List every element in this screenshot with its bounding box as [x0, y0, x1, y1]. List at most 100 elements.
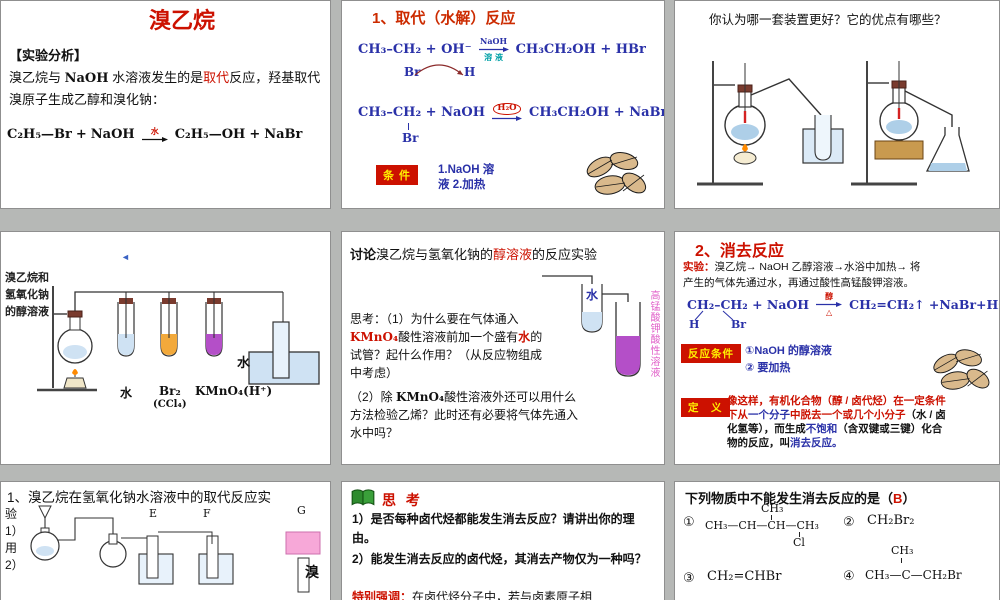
eq2-rhs: CH₃CH₂OH + NaBr [529, 104, 665, 120]
arrow-shaft-icon [816, 301, 843, 307]
apparatus-label-g: G [297, 504, 306, 517]
question-1: 1）是否每种卤代烃都能发生消去反应？请讲出你的理由。 [352, 512, 635, 545]
eq-rhs1: C₂H₅—OH [174, 127, 246, 143]
eq-lhs1: C₂H₅—Br [7, 127, 72, 143]
eq1-attacking-h: H [464, 65, 476, 79]
quiz-question: 下列物质中不能发生消去反应的是（B） [685, 488, 915, 507]
substitution-apparatus-sketch [30, 505, 321, 593]
leaves-decoration [933, 349, 990, 390]
think-mid: 酸性溶液前加一个盛有 [398, 330, 519, 344]
think-question-1: 思考：（1）为什么要在气体通入KMnO₄酸性溶液前加一个盛有水的试管？起什么作用… [350, 310, 546, 382]
head-post: 的反应实验 [532, 247, 598, 262]
eq-rhs2: NaBr [264, 127, 303, 143]
think-pre: 思考：（1）为什么要在气体通入 [350, 312, 519, 326]
eq-rhs: CH₂=CH₂↑ +NaBr+H₂O [849, 296, 1000, 312]
eq1-leaving-group: Br [404, 65, 421, 79]
substitution-equation: C₂H₅—Br + NaOH 水 C₂H₅—OH + NaBr [7, 127, 302, 143]
fragment-3: 用 [5, 541, 18, 555]
eq2-arrow: H₂O [492, 103, 523, 122]
experiment-line2: 产生的气体先通过水，再通过酸性高锰酸钾溶液。 [683, 277, 914, 289]
think-kmno4: KMnO₄ [350, 330, 399, 344]
exchange-arc-icon [414, 64, 464, 76]
kmno4-vertical-label: 高锰酸钾酸性溶液 [648, 290, 659, 378]
para-mid: 水溶液发生的是 [108, 70, 204, 85]
vlabel-line1: 溴乙烷和 [5, 272, 49, 284]
bond-lines-icon [694, 310, 734, 321]
def-seg-2: 中脱去一个或几个小分子 [790, 409, 906, 421]
slide-7[interactable]: 1、溴乙烷在氢氧化钠水溶液中的取代反应实 验 1） 用 2） E F [0, 481, 331, 600]
wash-tube-water-label: 水 [586, 288, 599, 302]
slide-1[interactable]: 溴乙烷 【实验分析】 溴乙烷与 NaOH 水溶液发生的是取代反应，羟基取代溴原子… [0, 0, 331, 209]
q2-pre: （2）除 [350, 390, 397, 404]
eq-arrow: 醇 △ [816, 292, 843, 317]
def-seg-6: 消去反应。 [790, 437, 843, 449]
slide-8[interactable]: 思 考 1）是否每种卤代烃都能发生消去反应？请讲出你的理由。 2）能发生消去反应… [341, 481, 665, 600]
gas-washing-diagram [542, 275, 641, 377]
bond-line [799, 532, 800, 537]
discussion-heading: 讨论溴乙烷与氢氧化钠的醇溶液的反应实验 [350, 244, 662, 263]
special-text: 在卤代烃分子中，若与卤素原子相 [412, 590, 593, 600]
option-2-marker: ② [843, 514, 855, 529]
eq-arrow-bottom: △ [826, 306, 833, 317]
condition-text: 1.NaOH 溶 液 2.加热 [438, 163, 494, 193]
slide-9[interactable]: 下列物质中不能发生消去反应的是（B） ① CH₃ CH₃—CH—CH—CH₃ C… [674, 481, 1000, 600]
quiz-pre: 下列物质中 [685, 491, 751, 506]
option-2-formula: CH₂Br₂ [867, 513, 915, 528]
definition-text: 像这样，有机化合物（醇 / 卤代烃）在一定条件下从一个分子中脱去一个或几个小分子… [727, 394, 949, 450]
eq2-lhs: CH₃–CH₂ + NaOH [358, 104, 486, 120]
q2-kmno4: KMnO₄ [396, 390, 445, 404]
test-tube-label-bromine: Br₂ [159, 384, 181, 398]
experiment-procedure: 实验：溴乙烷→ NaOH 乙醇溶液→水浴中加热→ 将产生的气体先通过水，再通过酸… [683, 259, 997, 291]
quiz-mid: 发生消去反应的是（ [776, 491, 894, 506]
slide-2[interactable]: 1、取代（水解）反应 CH₃–CH₂ + OH⁻ NaOH 溶 液 CH₃CH₂… [341, 0, 665, 209]
think-header: 思 考 [382, 492, 423, 508]
para-highlight: 取代 [203, 70, 230, 85]
def-seg-5: （含双键或三键）化合物的反应，叫 [727, 423, 943, 449]
condition-line1: 1.NaOH 溶 [438, 164, 495, 176]
slide1-title: 溴乙烷 [149, 8, 216, 33]
elimination-equation: CH₂–CH₂ + NaOH 醇 △ CH₂=CH₂↑ +NaBr+H₂O H … [687, 292, 999, 336]
analysis-paragraph: 溴乙烷与 NaOH 水溶液发生的是取代反应，羟基取代溴原子生成乙醇和溴化钠： [9, 67, 326, 110]
option-4-marker: ④ [843, 568, 855, 583]
q2-post: 酸性溶液外还可以用什么方法检验乙烯？此时还有必要将气体先通入水中吗？ [350, 390, 579, 440]
eq-lhs2: NaOH [90, 127, 135, 143]
option-1-structure: CH₃ CH₃—CH—CH—CH₃ Cl [705, 502, 845, 554]
hydrolysis-molecular-equation: CH₃–CH₂ + NaOH H₂O CH₃CH₂OH + NaBr Br [358, 103, 664, 155]
option-4-formula: CH₃—C—CH₂Br [865, 568, 962, 582]
slide-3[interactable]: 你认为哪一套装置更好？它的优点有哪些？ [674, 0, 1000, 209]
eq-sub-h: H [689, 318, 700, 331]
wrapped-text-fragments: 验 1） 用 2） [5, 506, 24, 574]
slide-4[interactable]: 溴乙烷和 氢氧化钠 的醇溶液 ◄ [0, 231, 331, 465]
arrow-shaft-icon [492, 115, 523, 121]
special-emphasis: 特别强调：在卤代烃分子中，若与卤素原子相 [352, 588, 658, 600]
test-tube-label-water: 水 [120, 386, 133, 400]
eq-plus2: + [249, 127, 261, 143]
para-naoh: NaOH [64, 71, 109, 86]
slide-5[interactable]: 讨论溴乙烷与氢氧化钠的醇溶液的反应实验 水 高锰酸钾酸性溶液 思考：（1）为什么… [341, 231, 665, 465]
quiz-emphasis: 不能 [750, 491, 777, 506]
apparatus-label-f: F [203, 507, 211, 520]
eq1-arrow-bottom: 溶 液 [484, 51, 503, 62]
eq2-leaving-group: Br [402, 131, 419, 145]
def-seg-4: 不饱和 [805, 423, 838, 435]
option4-methyl-top: CH₃ [891, 544, 914, 557]
test-tube-label-kmno4: KMnO₄(H⁺) [195, 384, 273, 398]
slide6-title: 2、消去反应 [695, 243, 784, 260]
head-highlight: 醇溶液 [493, 247, 533, 262]
slide2-title: 1、取代（水解）反应 [372, 10, 516, 27]
slide-6[interactable]: 2、消去反应 实验：溴乙烷→ NaOH 乙醇溶液→水浴中加热→ 将产生的气体先通… [674, 231, 1000, 465]
def-seg-0: 像这样，有机化合物（醇 / 卤代烃）在一定条件下从 [727, 395, 946, 421]
gas-train-apparatus-diagram [37, 286, 320, 392]
think-question-2: （2）除 KMnO₄酸性溶液外还可以用什么方法检验乙烯？此时还有必要将气体先通入… [350, 388, 580, 442]
cond-line1: ①NaOH 的醇溶液 [745, 345, 832, 357]
condition-box: 条 件 [376, 165, 419, 185]
eq2-arrow-condition: H₂O [493, 103, 521, 115]
reaction-condition-box: 反应条件 [681, 344, 741, 363]
eq-lhs: CH₂–CH₂ + NaOH [687, 296, 810, 312]
device-comparison-question: 你认为哪一套装置更好？它的优点有哪些？ [709, 13, 947, 27]
option-1-marker: ① [683, 514, 695, 529]
vlabel-line3: 的醇溶液 [5, 306, 49, 318]
fragment-4: 2） [5, 558, 24, 572]
condition-line2: 液 2.加热 [438, 179, 486, 191]
